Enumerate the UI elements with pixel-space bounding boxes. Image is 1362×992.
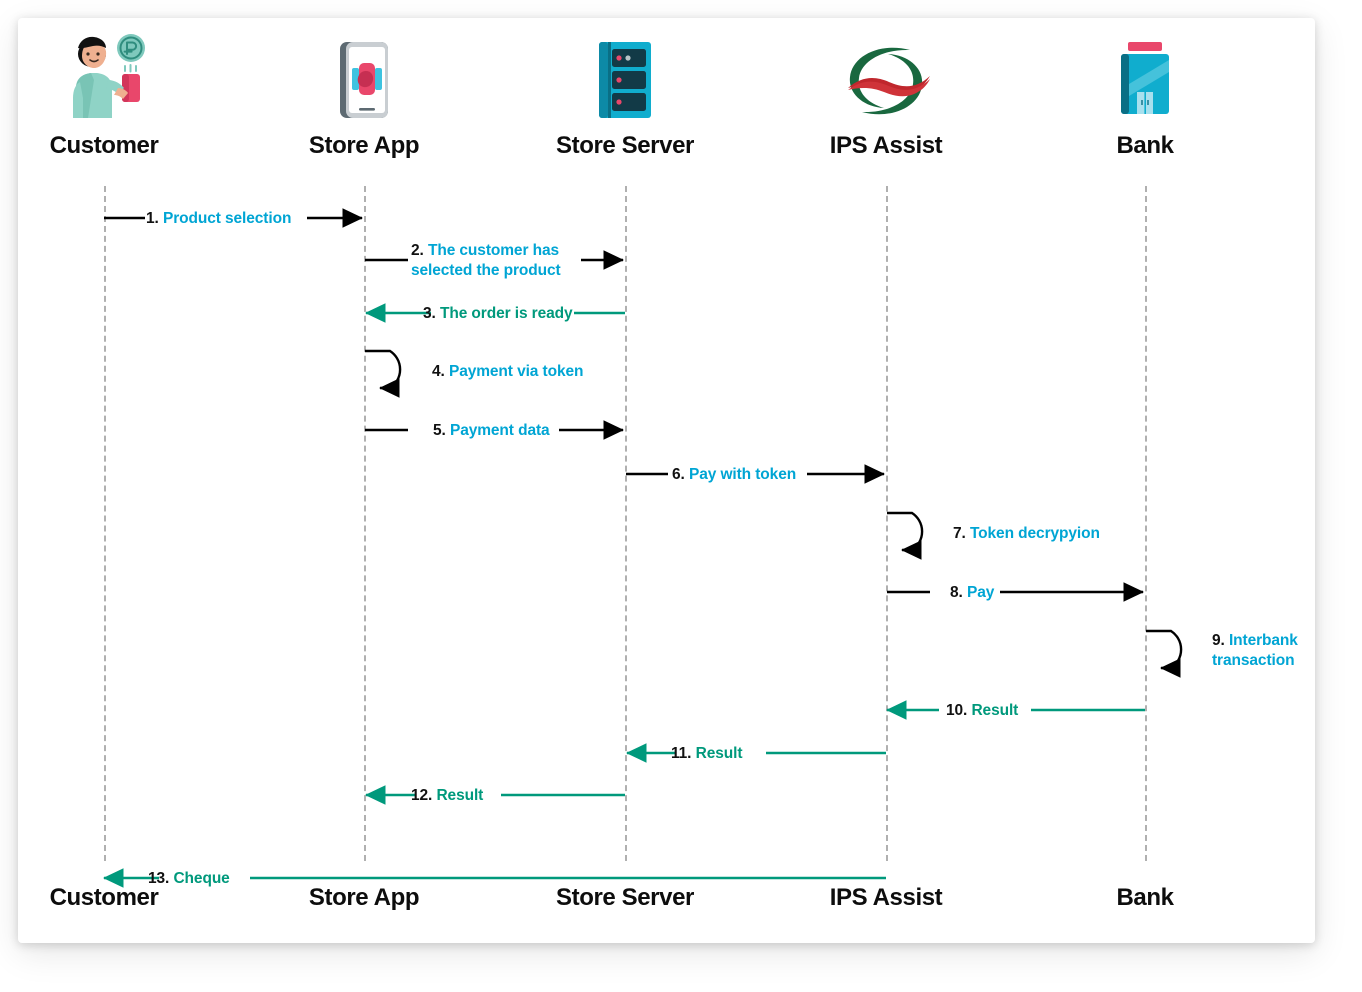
message-label-4: 4. Payment via token <box>432 363 584 380</box>
participant-ips-assist: IPS Assist <box>786 18 986 160</box>
arrow-4-self-loop <box>365 349 402 398</box>
participant-customer: Customer <box>4 18 204 160</box>
message-label-2: 2. The customer has selected the product <box>411 242 561 279</box>
server-rack-icon <box>525 18 725 118</box>
smartphone-icon <box>264 18 464 118</box>
participant-label-store-server: Store Server <box>556 132 694 159</box>
participant-store-server: Store Server <box>525 18 725 160</box>
message-label-9: 9. Interbank transaction <box>1212 632 1298 669</box>
participant-label-bank: Bank <box>1116 132 1174 159</box>
diagram-stage: Customer Store App <box>18 18 1315 943</box>
customer-person-icon <box>4 18 204 118</box>
lifeline-store-app <box>364 186 366 861</box>
bottom-participant-labels: Customer Store App Store Server IPS Assi… <box>18 884 1315 924</box>
message-label-7: 7. Token decrypyion <box>953 525 1100 542</box>
message-label-8: 8. Pay <box>950 584 995 601</box>
participant-label-bottom-ips-assist: IPS Assist <box>829 884 943 911</box>
participant-label-store-app: Store App <box>308 132 420 159</box>
message-label-5: 5. Payment data <box>433 422 550 439</box>
lifeline-ips-assist <box>886 186 888 861</box>
participant-label-bottom-bank: Bank <box>1116 884 1174 911</box>
lifeline-bank <box>1145 186 1147 861</box>
participant-label-customer: Customer <box>49 132 159 159</box>
participant-label-bottom-store-server: Store Server <box>556 884 694 911</box>
message-label-10: 10. Result <box>946 702 1019 719</box>
message-label-12: 12. Result <box>411 787 484 804</box>
participant-store-app: Store App <box>264 18 464 160</box>
lifeline-customer <box>104 186 106 861</box>
participant-label-bottom-store-app: Store App <box>308 884 420 911</box>
ips-assist-logo-icon <box>786 18 986 118</box>
participant-label-bottom-customer: Customer <box>49 884 159 911</box>
participant-bank: Bank <box>1045 18 1245 160</box>
message-label-3: 3. The order is ready <box>423 305 573 322</box>
message-label-13: 13. Cheque <box>148 870 230 887</box>
message-arrow-layer <box>103 208 1183 888</box>
message-label-6: 6. Pay with token <box>672 466 797 483</box>
sequence-diagram-card: Customer Store App <box>18 18 1315 943</box>
message-label-11: 11. Result <box>671 745 743 762</box>
arrow-7-self-loop <box>887 511 924 560</box>
lifeline-store-server <box>625 186 627 861</box>
arrow-9-self-loop <box>1146 629 1183 678</box>
participant-label-ips-assist: IPS Assist <box>829 132 943 159</box>
message-label-1: 1. Product selection <box>146 210 292 227</box>
bank-card-icon <box>1045 18 1245 118</box>
